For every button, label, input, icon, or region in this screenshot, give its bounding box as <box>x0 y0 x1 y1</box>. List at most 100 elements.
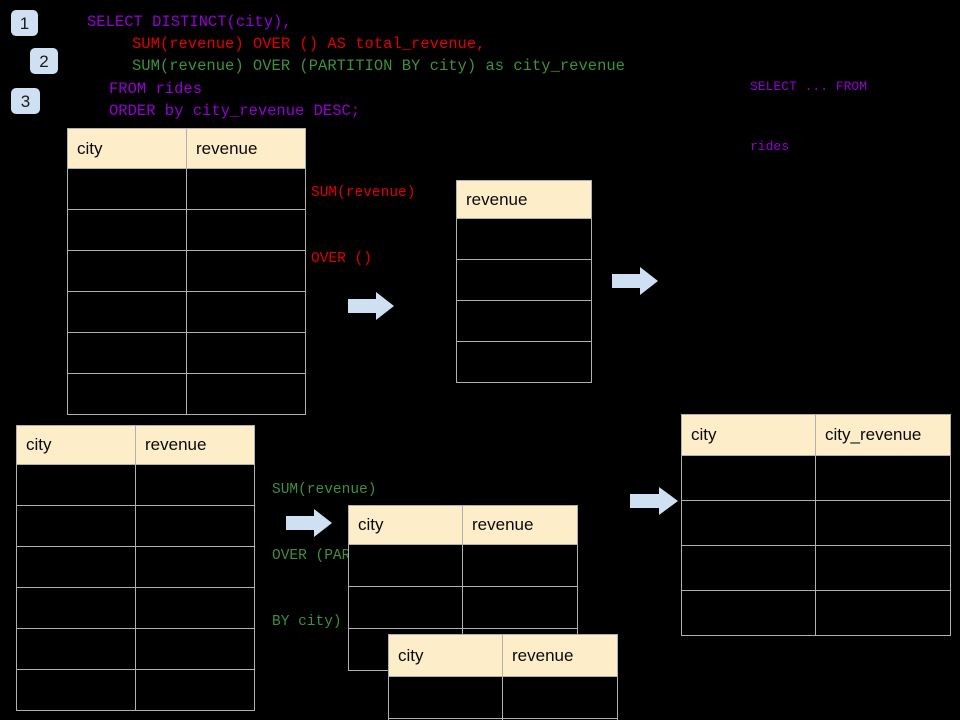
cell-revenue <box>462 544 578 587</box>
table-source-top: city revenue <box>67 128 306 415</box>
table-row <box>67 168 306 210</box>
table-source-bottom: city revenue <box>16 425 255 711</box>
table-row <box>456 300 592 342</box>
cell-city <box>67 250 187 292</box>
annotation-sum-over-partition-line3: BY city) <box>272 614 342 630</box>
table-row <box>16 464 255 506</box>
column-header-city: city <box>348 505 463 545</box>
table-body <box>388 676 618 720</box>
cell-city <box>67 209 187 251</box>
cell-revenue <box>186 373 306 415</box>
cell-revenue <box>502 718 618 720</box>
cell-city <box>388 676 503 719</box>
step-badge-1: 1 <box>11 10 38 36</box>
step-badge-3: 3 <box>11 88 40 114</box>
cell-revenue <box>135 587 255 629</box>
annotation-sum-over-empty-line1: SUM(revenue) <box>311 185 416 201</box>
arrow-source-to-total <box>348 292 394 320</box>
table-row <box>67 291 306 333</box>
sql-line-4: FROM rides <box>109 80 203 98</box>
cell-revenue <box>456 300 592 342</box>
table-result: city city_revenue <box>681 414 951 636</box>
column-header-city: city <box>681 414 816 456</box>
table-row <box>681 500 951 546</box>
column-header-revenue: revenue <box>186 128 306 169</box>
table-body <box>67 168 306 415</box>
cell-city <box>16 464 136 506</box>
table-row <box>348 586 578 629</box>
table-row <box>67 250 306 292</box>
cell-city-revenue <box>815 545 951 591</box>
table-header-row: city revenue <box>388 634 618 677</box>
annotation-sum-over-partition-line1: SUM(revenue) <box>272 482 377 498</box>
table-row <box>456 341 592 383</box>
table-body <box>456 218 592 383</box>
cell-city <box>67 332 187 374</box>
annotation-sum-over-empty-line2: OVER () <box>311 251 372 267</box>
table-partition-front: city revenue <box>388 634 618 720</box>
cell-city-revenue <box>815 590 951 636</box>
cell-revenue <box>456 218 592 260</box>
table-row <box>67 209 306 251</box>
cell-revenue <box>456 259 592 301</box>
arrow-total-to-result <box>612 267 658 295</box>
table-row <box>67 332 306 374</box>
column-header-city: city <box>16 425 136 465</box>
cell-revenue <box>186 168 306 210</box>
cell-city <box>67 291 187 333</box>
table-row <box>16 628 255 670</box>
cell-revenue <box>186 209 306 251</box>
table-body <box>16 464 255 711</box>
column-header-revenue: revenue <box>462 505 578 545</box>
cell-city <box>681 500 816 546</box>
step-badge-1-label: 1 <box>19 13 30 33</box>
sql-line-2: SUM(revenue) OVER () AS total_revenue, <box>132 35 486 53</box>
column-header-city-revenue: city_revenue <box>815 414 951 456</box>
table-header-row: city revenue <box>16 425 255 465</box>
cell-city <box>16 669 136 711</box>
cell-revenue <box>462 586 578 629</box>
annotation-select-from-rides: SELECT ... FROM rides <box>750 37 867 197</box>
column-header-revenue: revenue <box>456 180 592 219</box>
cell-city <box>681 455 816 501</box>
column-header-revenue: revenue <box>135 425 255 465</box>
cell-revenue <box>186 250 306 292</box>
table-row <box>16 669 255 711</box>
sql-line-5: ORDER by city_revenue DESC; <box>109 102 361 120</box>
cell-city <box>67 373 187 415</box>
step-badge-3-label: 3 <box>20 91 31 111</box>
annotation-select-from-rides-line1: SELECT ... FROM <box>750 79 868 94</box>
cell-city-revenue <box>815 455 951 501</box>
cell-city-revenue <box>815 500 951 546</box>
arrow-source-to-partition <box>286 509 332 537</box>
cell-revenue <box>502 676 618 719</box>
table-row <box>388 718 618 720</box>
cell-revenue <box>186 291 306 333</box>
cell-revenue <box>135 464 255 506</box>
column-header-city: city <box>388 634 503 677</box>
cell-city <box>16 587 136 629</box>
column-header-city: city <box>67 128 187 169</box>
table-row <box>16 505 255 547</box>
table-header-row: city city_revenue <box>681 414 951 456</box>
table-header-row: city revenue <box>348 505 578 545</box>
annotation-select-from-rides-line2: rides <box>750 139 790 154</box>
table-row <box>681 455 951 501</box>
cell-city <box>348 586 463 629</box>
table-row <box>681 590 951 636</box>
table-row <box>67 373 306 415</box>
annotation-sum-over-empty: SUM(revenue) OVER () <box>311 138 415 314</box>
table-header-row: revenue <box>456 180 592 219</box>
cell-city <box>348 544 463 587</box>
table-body <box>681 455 951 636</box>
cell-revenue <box>135 628 255 670</box>
arrow-partition-to-result <box>630 487 678 515</box>
table-row <box>456 259 592 301</box>
cell-city <box>16 628 136 670</box>
cell-revenue <box>456 341 592 383</box>
step-badge-2-label: 2 <box>39 51 49 71</box>
step-badge-2: 2 <box>30 48 58 74</box>
cell-revenue <box>186 332 306 374</box>
table-row <box>681 545 951 591</box>
